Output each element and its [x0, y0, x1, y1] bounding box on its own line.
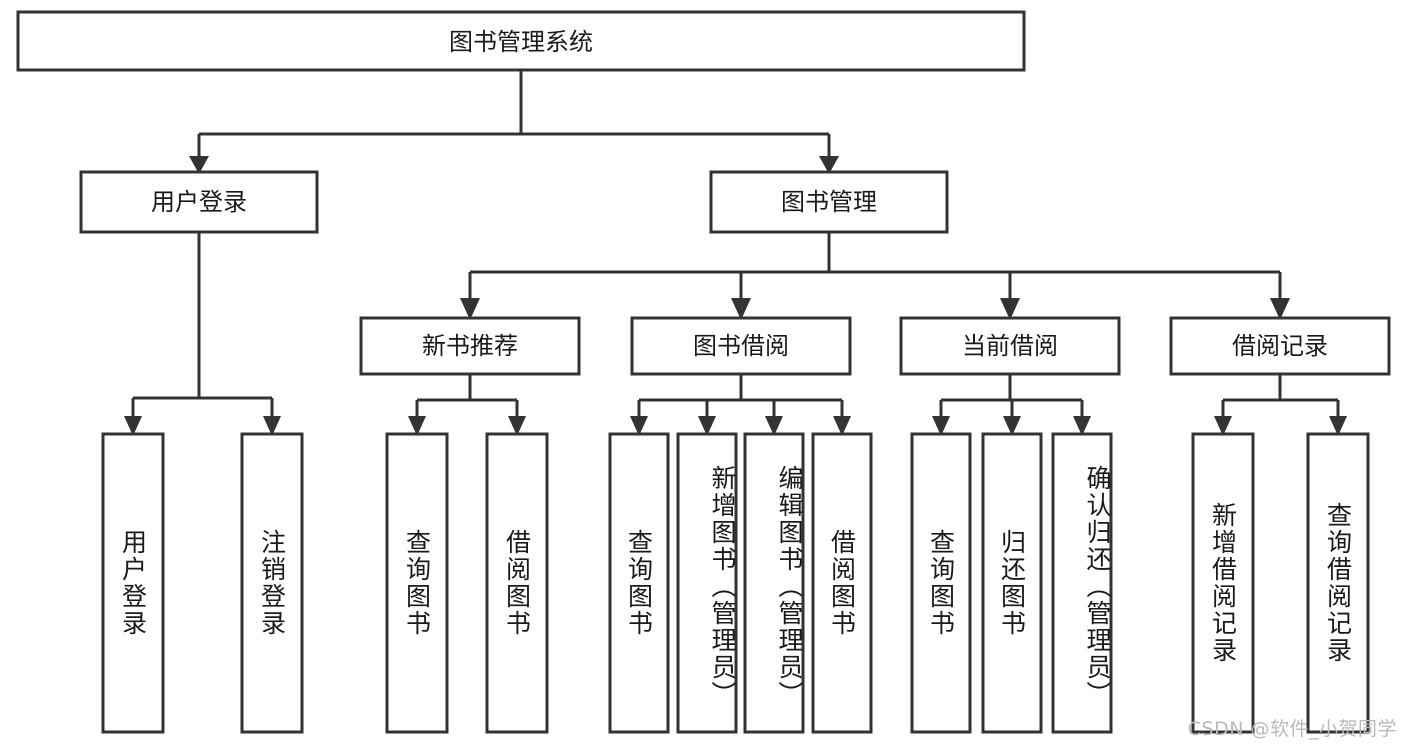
- arrow-to-leaf-user-login: [124, 416, 142, 436]
- node-book-manage-label: 图书管理: [781, 188, 877, 216]
- node-root-box[interactable]: [16, 10, 1026, 72]
- node-leaf-borrow-edit-book-box[interactable]: [743, 432, 805, 734]
- node-user-login[interactable]: 用户登录: [79, 170, 319, 234]
- edge-root-bus: [197, 70, 831, 158]
- node-leaf-user-logout-box[interactable]: [240, 432, 304, 734]
- node-leaf-current-confirm-return-box[interactable]: [1051, 432, 1113, 734]
- node-leaf-record-query-box[interactable]: [1306, 432, 1370, 734]
- arrow-to-leaf-borrow-edit-book: [765, 416, 783, 436]
- node-leaf-current-query-book-box[interactable]: [910, 432, 972, 734]
- edge-book-manage-bus: [468, 232, 1282, 300]
- arrow-to-leaf-user-logout: [263, 416, 281, 436]
- node-leaf-borrow-query-book-box[interactable]: [608, 432, 670, 734]
- node-book-manage[interactable]: 图书管理: [709, 170, 949, 234]
- node-borrow-records[interactable]: 借阅记录: [1169, 316, 1391, 376]
- arrow-to-leaf-current-confirm-return: [1073, 416, 1091, 436]
- node-book-borrow-box[interactable]: [630, 316, 852, 376]
- node-user-login-box[interactable]: [79, 170, 319, 234]
- arrow-to-leaf-current-return-book: [1003, 416, 1021, 436]
- arrow-to-leaf-rec-query-book: [408, 416, 426, 436]
- node-new-book-rec-box[interactable]: [359, 316, 581, 376]
- node-root-label: 图书管理系统: [449, 28, 593, 56]
- node-leaf-record-add-box[interactable]: [1191, 432, 1255, 734]
- arrow-to-leaf-borrow-borrow-book: [833, 416, 851, 436]
- arrow-to-leaf-record-query: [1329, 416, 1347, 436]
- node-root[interactable]: 图书管理系统: [16, 10, 1026, 72]
- node-leaf-rec-query-book-box[interactable]: [385, 432, 449, 734]
- node-user-login-label: 用户登录: [151, 188, 247, 216]
- arrow-to-leaf-rec-borrow-book: [508, 416, 526, 436]
- node-leaf-user-login-box[interactable]: [101, 432, 165, 734]
- node-leaf-borrow-borrow-book-box[interactable]: [811, 432, 873, 734]
- edge-user-login-bus: [131, 232, 274, 418]
- arrow-to-book-manage: [819, 156, 839, 174]
- node-borrow-records-label: 借阅记录: [1232, 332, 1328, 360]
- node-book-borrow-label: 图书借阅: [693, 332, 789, 360]
- arrow-to-book-borrow: [731, 298, 751, 320]
- node-current-borrow-box[interactable]: [899, 316, 1121, 376]
- node-current-borrow-label: 当前借阅: [962, 332, 1058, 360]
- edge-current-borrow-bus: [939, 374, 1084, 418]
- node-new-book-rec-label: 新书推荐: [422, 332, 518, 360]
- arrow-to-leaf-borrow-add-book: [698, 416, 716, 436]
- leaf-boxes-layer: [101, 432, 1370, 734]
- node-book-manage-box[interactable]: [709, 170, 949, 234]
- arrow-to-current-borrow: [1000, 298, 1020, 320]
- node-new-book-rec[interactable]: 新书推荐: [359, 316, 581, 376]
- arrow-to-leaf-record-add: [1214, 416, 1232, 436]
- edge-borrow-records-bus: [1221, 374, 1340, 418]
- edge-new-book-rec-bus: [415, 374, 519, 418]
- node-borrow-records-box[interactable]: [1169, 316, 1391, 376]
- arrow-to-new-book-rec: [460, 298, 480, 320]
- edges-layer: [124, 70, 1347, 436]
- node-leaf-borrow-add-book-box[interactable]: [676, 432, 738, 734]
- arrow-to-user-login: [189, 156, 209, 174]
- node-leaf-current-return-book-box[interactable]: [981, 432, 1043, 734]
- arrow-to-borrow-records: [1270, 298, 1290, 320]
- node-book-borrow[interactable]: 图书借阅: [630, 316, 852, 376]
- node-current-borrow[interactable]: 当前借阅: [899, 316, 1121, 376]
- csdn-watermark: CSDN @软件_小贺同学: [1187, 718, 1397, 740]
- edge-book-borrow-bus: [637, 374, 844, 418]
- arrow-to-leaf-borrow-query-book: [630, 416, 648, 436]
- arrow-to-leaf-current-query-book: [932, 416, 950, 436]
- node-leaf-rec-borrow-book-box[interactable]: [485, 432, 549, 734]
